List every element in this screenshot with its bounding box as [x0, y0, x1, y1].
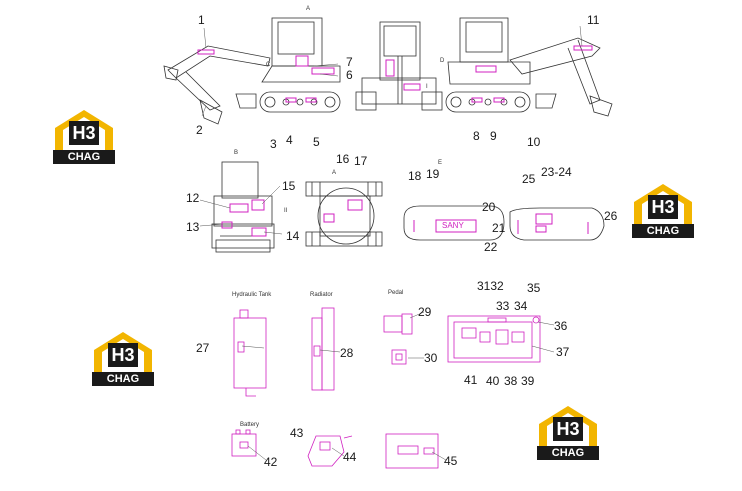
view-label-b: B [234, 150, 239, 156]
excavator-right-side-view [445, 17, 613, 117]
watermark-logo-4: H3 CHAG [537, 404, 599, 460]
excavator-rear-view [211, 161, 275, 253]
callout-28: 28 [340, 346, 354, 360]
callout-16: 16 [336, 152, 350, 166]
callout-35: 35 [527, 281, 541, 295]
callout-25: 25 [522, 172, 536, 186]
view-label-ii: II [284, 208, 288, 214]
callout-20: 20 [482, 200, 496, 214]
logo-brand-text: CHAG [92, 372, 154, 386]
logo-h3: H3 [63, 118, 105, 148]
watermark-logo-3: H3 CHAG [92, 330, 154, 386]
logo-brand-text: CHAG [537, 446, 599, 460]
view-label-c: C [266, 62, 271, 68]
view-label-d: D [440, 58, 445, 64]
watermark-logo-2: H3 CHAG [632, 182, 694, 238]
callout-10: 10 [527, 135, 541, 149]
callout-14: 14 [286, 229, 300, 243]
counterweight-rear-view [403, 205, 505, 241]
callout-44: 44 [343, 450, 357, 464]
section-label-pedal: Pedal [388, 290, 404, 296]
callout-42: 42 [264, 455, 278, 469]
logo-h3-text: H3 [553, 417, 583, 441]
logo-h3: H3 [547, 414, 589, 444]
callout-37: 37 [556, 345, 570, 359]
callout-33: 33 [496, 299, 510, 313]
callout-5: 5 [313, 135, 320, 149]
callout-40: 40 [486, 374, 500, 388]
logo-brand-text: CHAG [632, 224, 694, 238]
decals-top-view [323, 199, 363, 223]
logo-brand-text: CHAG [53, 150, 115, 164]
callout-17: 17 [354, 154, 368, 168]
callout-45: 45 [444, 454, 458, 468]
callout-2: 2 [196, 123, 203, 137]
logo-h3-text: H3 [648, 195, 678, 219]
callout-15: 15 [282, 179, 296, 193]
section-label-radiator: Radiator [310, 292, 333, 298]
callout-39: 39 [521, 374, 535, 388]
callout-34: 34 [514, 299, 528, 313]
callout-6: 6 [346, 68, 353, 82]
callout-29: 29 [418, 305, 432, 319]
excavator-front-view [355, 21, 443, 111]
logo-h3-text: H3 [108, 343, 138, 367]
section-label-hydraulic-tank: Hydraulic Tank [232, 292, 272, 298]
radiator-drawing [311, 307, 335, 391]
callout-41: 41 [464, 373, 478, 387]
callout-7: 7 [346, 55, 353, 69]
callout-19: 19 [426, 167, 440, 181]
callout-23-24: 23-24 [541, 165, 572, 179]
part-44-drawing [307, 435, 353, 467]
decals-right-view [471, 45, 593, 103]
section-label-battery: Battery [240, 422, 260, 428]
part-45-drawing [385, 433, 439, 469]
callout-27: 27 [196, 341, 210, 355]
excavator-top-view [305, 181, 383, 247]
callout-38: 38 [504, 374, 518, 388]
battery-drawing [231, 429, 257, 457]
callout-4: 4 [286, 133, 293, 147]
nameplate-brand-text: SANY [442, 221, 464, 230]
view-label-i: I [426, 84, 428, 90]
callout-26: 26 [604, 209, 618, 223]
decals-counterweight [413, 213, 589, 234]
callout-22: 22 [484, 240, 498, 254]
logo-h3: H3 [102, 340, 144, 370]
excavator-left-side-view [163, 17, 341, 125]
callout-11: 11 [587, 13, 600, 27]
callout-36: 36 [554, 319, 568, 333]
callout-43: 43 [290, 426, 304, 440]
callout-1: 1 [198, 13, 205, 27]
callout-8: 8 [473, 129, 480, 143]
view-label-e: E [438, 160, 443, 166]
decals-front-view [385, 59, 421, 91]
callout-13: 13 [186, 220, 200, 234]
view-label-a-top: A [332, 170, 337, 176]
leader-lines [199, 25, 583, 461]
watermark-logo-1: H3 CHAG [53, 108, 115, 164]
logo-h3-text: H3 [69, 121, 99, 145]
decals-rear-view [221, 199, 267, 237]
instrument-panel-drawing [447, 315, 541, 363]
callout-9: 9 [490, 129, 497, 143]
callout-21: 21 [492, 221, 506, 235]
view-label-a: A [306, 6, 311, 12]
callout-12: 12 [186, 191, 200, 205]
callout-3132: 3132 [477, 279, 504, 293]
pedal-drawing [383, 313, 413, 365]
logo-h3: H3 [642, 192, 684, 222]
decals-left-view [197, 49, 335, 103]
callout-3: 3 [270, 137, 277, 151]
counterweight-side-view [509, 207, 605, 241]
callout-18: 18 [408, 169, 422, 183]
callout-30: 30 [424, 351, 438, 365]
hydraulic-tank-drawing [233, 309, 267, 397]
